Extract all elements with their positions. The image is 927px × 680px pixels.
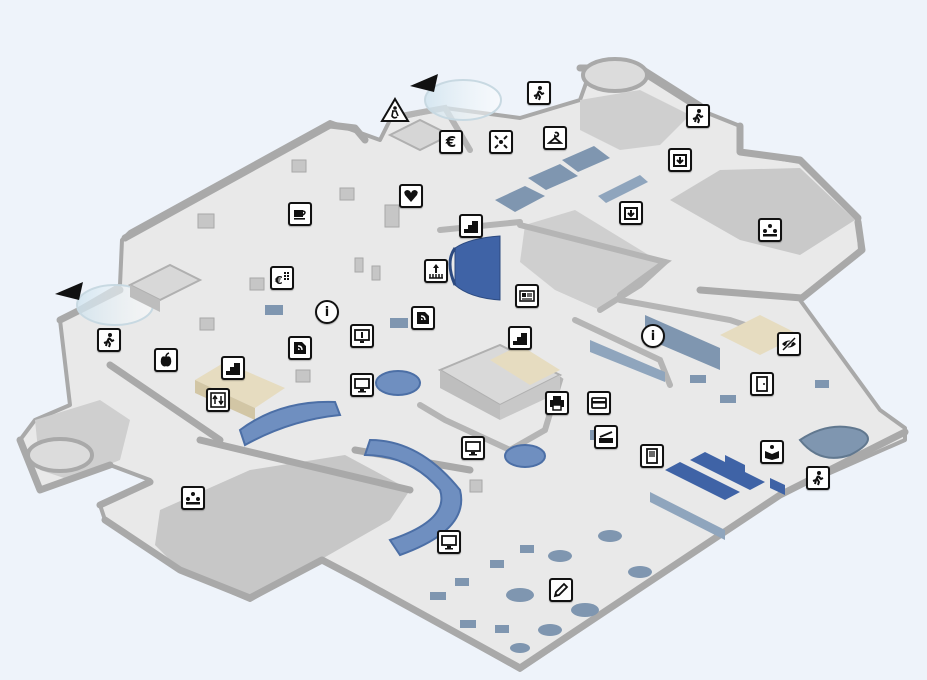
door-icon[interactable] [750,372,774,396]
stairs-icon[interactable] [459,214,483,238]
printer-icon[interactable] [545,391,569,415]
no-view-icon[interactable] [777,332,801,356]
exit-icon[interactable] [527,81,551,105]
meeting-point-icon[interactable] [489,130,513,154]
small-objects [197,159,483,493]
return-box-icon[interactable] [619,201,643,225]
info-icon[interactable]: i [641,324,665,348]
elevator-icon[interactable] [206,388,230,412]
info-icon[interactable]: i [315,300,339,324]
tables [265,305,829,653]
heart-icon[interactable] [399,184,423,208]
euro-payment-terminal-icon[interactable]: € [270,266,294,290]
glass-entrances [26,57,649,473]
stairs-icon[interactable] [221,356,245,380]
walls [16,64,909,672]
shelf-rows [495,146,785,540]
pencil-icon[interactable] [549,578,573,602]
reading-icon[interactable] [760,440,784,464]
cloakroom-icon[interactable] [543,126,567,150]
computer-icon[interactable] [437,530,461,554]
scanner-icon[interactable] [594,425,618,449]
info-screen-icon[interactable] [350,324,374,348]
rfid-selfcheck-icon[interactable] [288,336,312,360]
entrance-arrow-icon [410,74,438,92]
rfid-selfcheck-icon[interactable] [411,306,435,330]
computer-icon[interactable] [350,373,374,397]
return-box-icon[interactable] [668,148,692,172]
blue-seating [238,370,869,557]
id-card-icon[interactable] [515,284,539,308]
computer-icon[interactable] [461,436,485,460]
curved-shelves [448,235,501,301]
locker-icon[interactable] [640,444,664,468]
card-icon[interactable] [587,391,611,415]
euro-icon[interactable]: € [439,130,463,154]
cafe-icon[interactable] [288,202,312,226]
entrance-arrow-icon [55,282,83,300]
exit-icon[interactable] [97,328,121,352]
svg-text:€: € [274,274,283,286]
accessibility-warning-icon[interactable] [380,97,410,123]
group-room-icon[interactable] [758,218,782,242]
elevator-up-icon[interactable] [424,259,448,283]
stairs-icon[interactable] [508,326,532,350]
exit-icon[interactable] [686,104,710,128]
exit-icon[interactable] [806,466,830,490]
group-room-icon[interactable] [181,486,205,510]
apple-icon[interactable] [154,348,178,372]
